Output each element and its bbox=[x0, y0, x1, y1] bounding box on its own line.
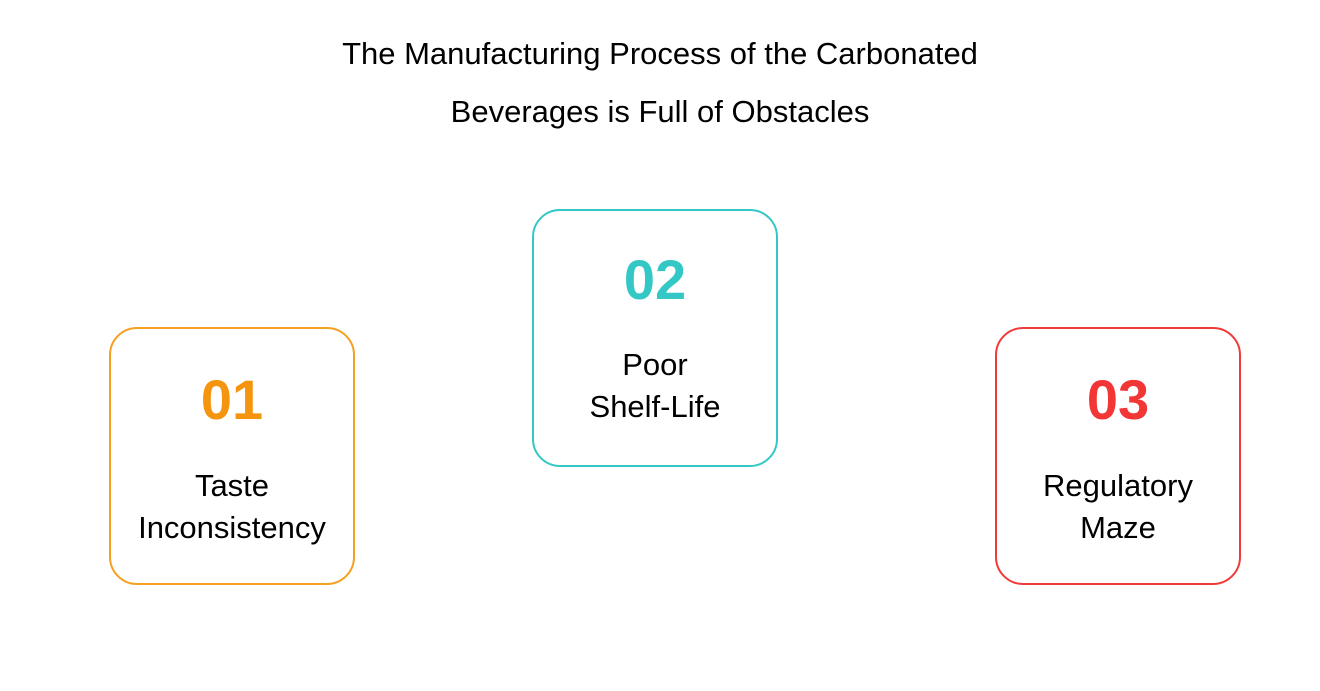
card-label-line: Maze bbox=[1080, 510, 1156, 545]
card-label-line: Inconsistency bbox=[138, 510, 326, 545]
card-number: 01 bbox=[200, 368, 264, 431]
card-label-line: Regulatory bbox=[1043, 468, 1193, 503]
obstacle-card-taste: 01 Taste Inconsistency bbox=[109, 327, 355, 585]
title-line-2: Beverages is Full of Obstacles bbox=[450, 94, 870, 129]
card-label-line: Shelf-Life bbox=[589, 389, 721, 424]
obstacle-card-shelf-life: 02 Poor Shelf-Life bbox=[532, 209, 778, 467]
title-line-1: The Manufacturing Process of the Carbona… bbox=[342, 36, 978, 71]
obstacle-card-regulatory: 03 Regulatory Maze bbox=[995, 327, 1241, 585]
card-label: Regulatory Maze bbox=[997, 465, 1239, 549]
card-label-line: Poor bbox=[622, 347, 688, 382]
card-label-line: Taste bbox=[194, 468, 270, 503]
card-number: 02 bbox=[623, 248, 687, 311]
card-number: 03 bbox=[1086, 368, 1150, 431]
card-label: Taste Inconsistency bbox=[111, 465, 353, 549]
card-label: Poor Shelf-Life bbox=[534, 344, 776, 428]
